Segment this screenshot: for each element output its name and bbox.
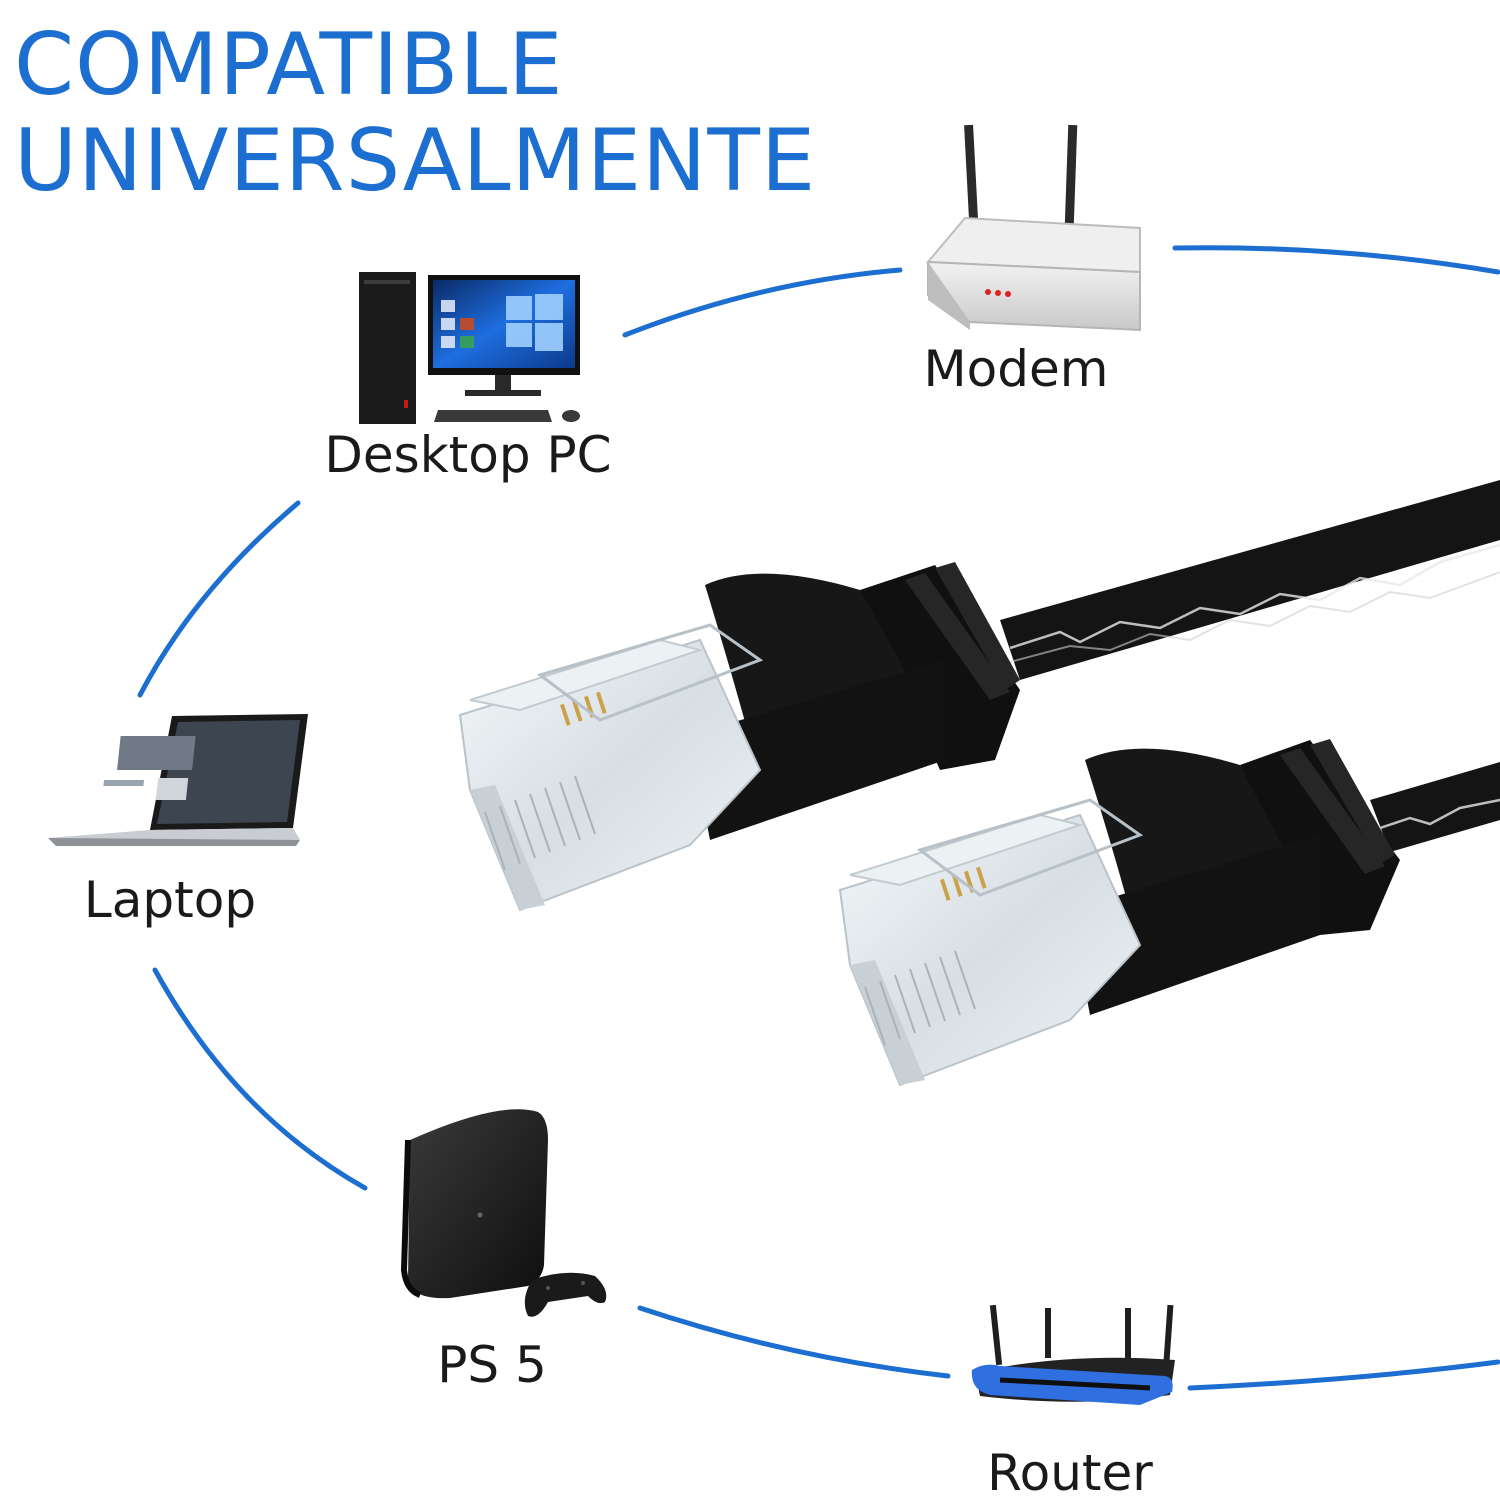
laptop-label: Laptop <box>83 871 257 929</box>
arc-laptop-ps5 <box>152 967 368 1191</box>
headline-line-2: UNIVERSALMENTE <box>14 111 817 211</box>
router-label: Router <box>987 1444 1153 1502</box>
arc-desktop-laptop <box>137 500 301 698</box>
ps5-console-icon <box>400 1109 548 1299</box>
modem-icon <box>925 124 1141 332</box>
headline-line-1: COMPATIBLE <box>14 15 564 115</box>
ethernet-cable-image <box>458 480 1500 1087</box>
router-icon <box>971 1304 1175 1405</box>
desktop-pc-label: Desktop PC <box>324 426 612 484</box>
gamepad-icon <box>524 1272 607 1317</box>
arc-desktop-modem <box>622 267 903 338</box>
arc-modem-right <box>1172 245 1500 275</box>
arc-router-right <box>1187 1359 1500 1391</box>
cable-1 <box>458 480 1500 912</box>
modem-label: Modem <box>923 340 1109 398</box>
cable-2 <box>838 739 1500 1087</box>
connection-arcs <box>137 245 1500 1391</box>
desktop-pc-icon <box>359 272 580 424</box>
laptop-icon <box>48 714 308 846</box>
ps5-label: PS 5 <box>437 1336 547 1394</box>
arc-ps5-router <box>637 1305 951 1379</box>
